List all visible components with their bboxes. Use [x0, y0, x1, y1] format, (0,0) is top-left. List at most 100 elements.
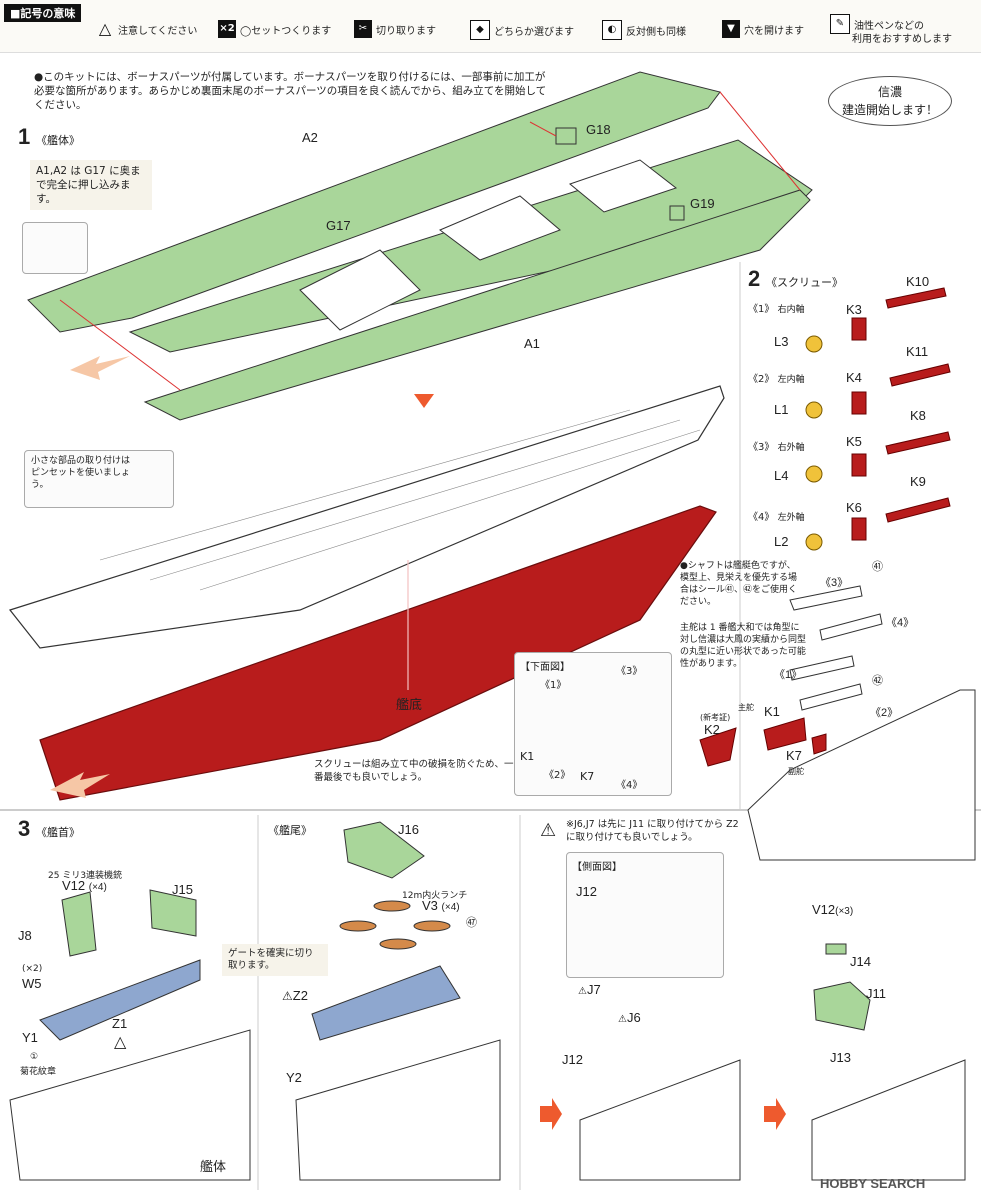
screw-row-3 — [805, 431, 951, 483]
label-k1: K1 — [764, 704, 780, 719]
label-z1: Z1 — [112, 1016, 128, 1031]
propeller-l2 — [805, 533, 823, 551]
seal-47: ㊼ — [466, 916, 477, 929]
deck-opening — [439, 195, 561, 261]
step-1-number: 1 — [18, 124, 31, 149]
label-j8: J8 — [18, 928, 32, 943]
propeller-l4 — [805, 465, 823, 483]
label-k2: K2 — [704, 722, 720, 737]
label-j11: J11 — [866, 986, 886, 1001]
screw-row-4 — [805, 497, 951, 551]
speech-bubble: 信濃 建造開始します！ — [828, 76, 952, 126]
screw-row-2 — [805, 363, 951, 419]
flow-arrow — [540, 1098, 562, 1130]
label-a2: A2 — [302, 130, 318, 145]
label-j6: ⚠J6 — [618, 1010, 641, 1025]
chrysanthemum: 菊花紋章 — [20, 1067, 57, 1077]
label-k5: K5 — [846, 434, 862, 449]
legend-sets: ×2◯セットつくります — [218, 20, 331, 38]
launch-v3 — [339, 920, 377, 932]
label-l3: L3 — [774, 334, 789, 349]
shaft-k9 — [885, 497, 951, 523]
warning-icon: △ — [114, 1032, 127, 1051]
part-j14 — [825, 943, 847, 955]
screw-note: スクリューは組み立て中の破損を防ぐため、一番最後でも良いでしょう。 — [314, 759, 514, 783]
bow-title: 《艦首》 — [36, 826, 80, 839]
legend-caution: △注意してください — [96, 20, 198, 38]
shaft-k11 — [889, 363, 951, 387]
bottom-view-title: 【下面図】 — [520, 662, 570, 673]
side-j12: J12 — [576, 884, 597, 899]
label-k3: K3 — [846, 302, 862, 317]
stern-title: 《艦尾》 — [268, 824, 312, 837]
screw-row-1 — [805, 287, 947, 353]
label-y2: Y2 — [286, 1070, 302, 1085]
label-k4: K4 — [846, 370, 862, 385]
shaft-k10 — [885, 287, 947, 309]
part-bow-deck — [39, 959, 201, 1041]
propeller-l3 — [805, 335, 823, 353]
marker-4: 《4》 — [886, 617, 915, 629]
launch-v3 — [413, 920, 451, 932]
label-l1: L1 — [774, 402, 789, 417]
row-1-tag: 《1》 右内軸 — [748, 304, 805, 315]
part-g19 — [669, 205, 685, 221]
part-g18 — [555, 127, 577, 145]
opposite-side-icon: ◐ — [602, 20, 622, 40]
bow-hull — [9, 1029, 251, 1181]
seal-42: ㊷ — [872, 675, 883, 687]
stern-hull — [747, 689, 976, 861]
part-j15 — [149, 889, 197, 937]
shaft-k8 — [885, 431, 951, 455]
rudder-k2 — [699, 727, 737, 767]
flow-arrow — [764, 1098, 786, 1130]
rudder-new: (新考証) — [700, 713, 731, 722]
direction-arrow — [50, 772, 110, 798]
cut-icon: ✂ — [354, 20, 372, 38]
legend-pen-2: 利用をおすすめします — [852, 34, 952, 45]
guide-line — [719, 91, 801, 191]
bv-k7: K7 — [580, 770, 595, 783]
rudder-main: 主舵 — [738, 703, 754, 712]
step-1-note: A1,A2 は G17 に奥まで完全に押し込みます。 — [30, 160, 152, 210]
row-3-tag: 《3》 右外軸 — [748, 442, 805, 453]
bv-k1: K1 — [520, 750, 535, 763]
legend-cut: ✂切り取ります — [354, 20, 436, 38]
marker-1: 《1》 — [774, 669, 803, 681]
seal-41: ㊶ — [872, 561, 883, 573]
step-2-title: 《スクリュー》 — [766, 276, 843, 289]
choose-icon: ◆ — [470, 20, 490, 40]
times-two-icon: ×2 — [218, 20, 236, 38]
part-k4 — [851, 391, 867, 415]
part-k3 — [851, 317, 867, 341]
shaft-note: ●シャフトは艦艇色ですが、模型上、見栄えを優先する場合はシール㊶、㊷をご使用くだ… — [680, 561, 798, 607]
row-2-tag: 《2》 左内軸 — [748, 374, 805, 385]
label-g19: G19 — [690, 196, 715, 211]
stern-hull-5 — [811, 1059, 966, 1181]
step-3-number: 3 — [18, 816, 31, 841]
label-g18: G18 — [586, 122, 611, 137]
label-z2: ⚠Z2 — [282, 988, 308, 1003]
label-y1: Y1 — [22, 1030, 38, 1045]
part-stern-deck — [311, 965, 461, 1041]
rudder-k1 — [763, 717, 807, 751]
label-j12: J12 — [562, 1052, 583, 1067]
label-k11: K11 — [906, 344, 929, 359]
assembly-arrow — [414, 394, 434, 408]
side-view-title: 【側面図】 — [572, 862, 622, 873]
launch-v3 — [373, 900, 411, 912]
label-j14: J14 — [850, 954, 871, 969]
marker-2: 《2》 — [870, 707, 899, 719]
legend-title: ■記号の意味 — [4, 4, 82, 22]
bv-2: 《2》 — [544, 770, 571, 781]
label-k9: K9 — [910, 474, 926, 489]
watermark: HOBBY SEARCH — [820, 1176, 926, 1191]
tweezers-tip: 小さな部品の取り付けはピンセットを使いましょう。 — [24, 450, 174, 508]
j-note: ※J6,J7 は先に J11 に取り付けてから Z2 に取り付けても良いでしょう… — [566, 819, 739, 843]
label-k8: K8 — [910, 408, 926, 423]
launch-label: 12m内火ランチ — [402, 891, 468, 901]
direction-arrow — [70, 356, 130, 380]
rudder-note: 主舵は 1 番艦大和では角型に対し信濃は大鳳の実績から同型の丸型に近い形状であっ… — [680, 623, 807, 669]
legend-opposite: ◐反対側も同様 — [602, 20, 686, 40]
